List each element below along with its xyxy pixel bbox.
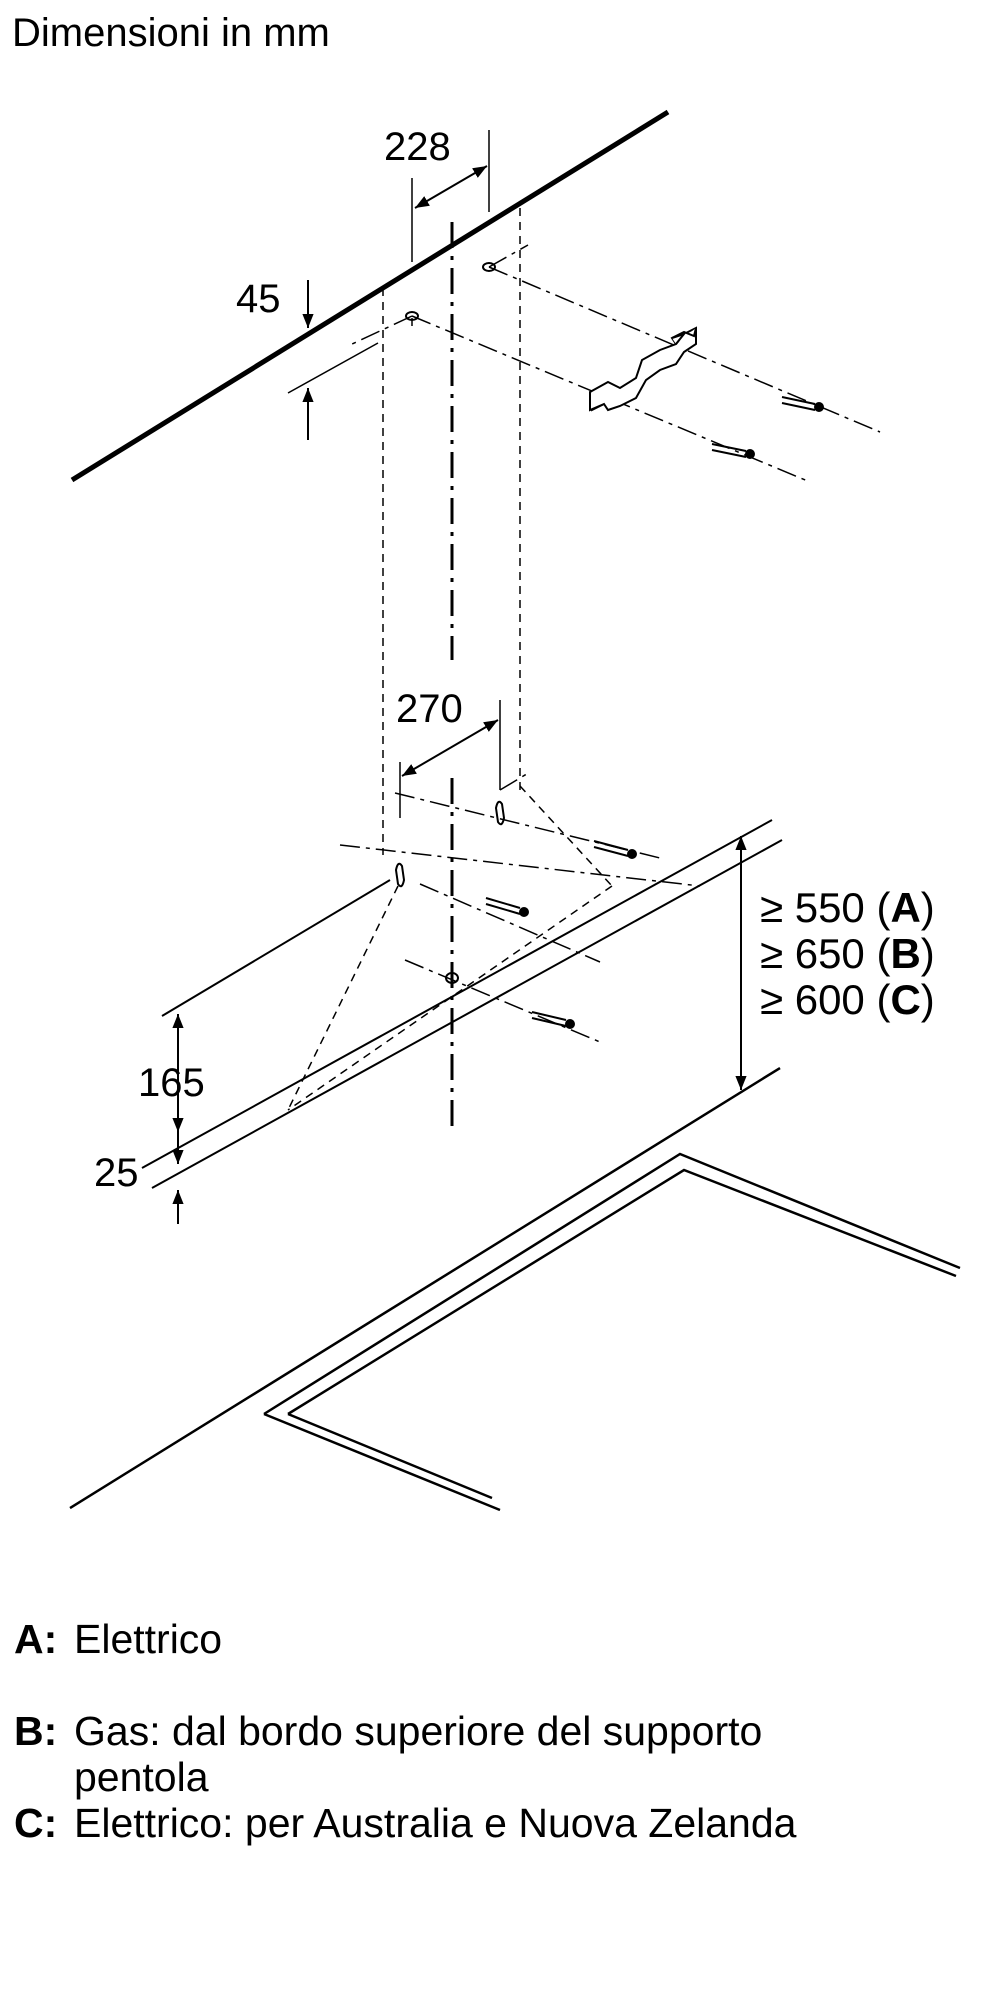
dimension-45-label: 45 [236,277,281,321]
hood-bottom-lines [141,819,783,1189]
legend-text: Gas: dal bordo superiore del supporto pe… [74,1708,763,1800]
ceiling-line [70,109,670,483]
ceiling-hole [482,262,496,272]
legend-text: Elettrico [74,1616,223,1662]
dimension-228-label: 228 [384,125,451,169]
dimension-270-label: 270 [396,687,463,731]
legend-key: A: [14,1616,58,1662]
keyhole-slot [494,800,506,826]
dimension-270-arrow [401,719,499,777]
installation-diagram: Dimensioni in mm 228 45 [12,11,961,1512]
keyhole-slot [394,862,406,888]
requirement-b: ≥ 650 (B) [760,930,935,977]
mounting-bracket [588,326,697,412]
lower-screw [485,897,529,917]
screw-axis-lines [349,244,881,483]
dimension-228-arrow [414,165,488,209]
legend-key: C: [14,1800,58,1846]
upper-screw [781,396,824,412]
dimension-228-extensions [411,130,490,262]
hob-worktop [69,1066,961,1512]
requirement-c: ≥ 600 (C) [760,976,935,1023]
dimension-45-ext [287,342,379,394]
legend-item-c: C: Elettrico: per Australia e Nuova Zela… [14,1800,974,1846]
legend-item-a: A: Elettrico [14,1616,974,1662]
legend-item-b: B: Gas: dal bordo superiore del supporto… [14,1708,894,1800]
dimension-25-label: 25 [94,1151,139,1195]
requirement-a: ≥ 550 (A) [760,884,935,931]
dimension-165-label: 165 [138,1061,205,1105]
legend-key: B: [14,1708,58,1754]
page-title: Dimensioni in mm [12,11,330,55]
lower-screw [593,840,637,859]
lower-screw [531,1011,575,1029]
upper-screw [711,443,755,459]
ceiling-hole [405,311,419,321]
legend-text: Elettrico: per Australia e Nuova Zelanda [74,1800,797,1846]
dimension-270-extensions [399,700,501,818]
